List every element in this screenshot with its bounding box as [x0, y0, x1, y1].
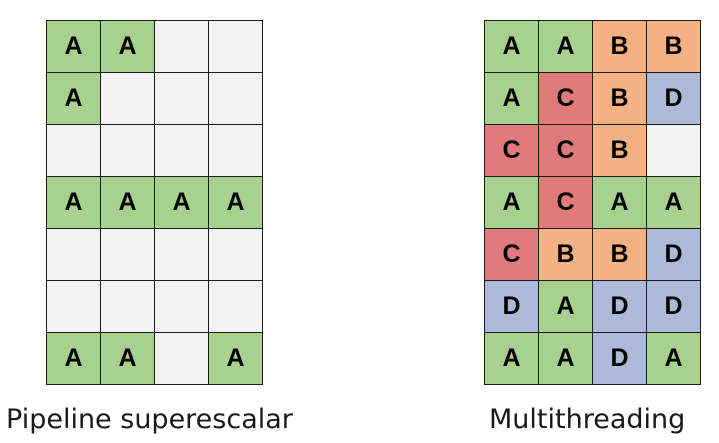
- left-cell-r5-c4: [209, 229, 263, 281]
- left-cell-r7-c4: A: [209, 333, 263, 385]
- right-cell-r2-c1: A: [485, 73, 539, 125]
- right-cell-r4-c4: A: [647, 177, 701, 229]
- right-cell-r1-c1: A: [485, 21, 539, 73]
- right-cell-r7-c1: A: [485, 333, 539, 385]
- left-cell-r5-c3: [155, 229, 209, 281]
- left-cell-r2-c2: [101, 73, 155, 125]
- left-cell-r1-c3: [155, 21, 209, 73]
- left-cell-r3-c3: [155, 125, 209, 177]
- left-cell-r5-c2: [101, 229, 155, 281]
- left-cell-r2-c3: [155, 73, 209, 125]
- multithreading-caption: Multithreading: [489, 404, 686, 435]
- left-cell-r2-c4: [209, 73, 263, 125]
- right-cell-r3-c2: C: [539, 125, 593, 177]
- right-cell-r4-c1: A: [485, 177, 539, 229]
- right-cell-r1-c4: B: [647, 21, 701, 73]
- right-cell-r1-c2: A: [539, 21, 593, 73]
- left-cell-r4-c2: A: [101, 177, 155, 229]
- right-cell-r2-c4: D: [647, 73, 701, 125]
- right-cell-r2-c3: B: [593, 73, 647, 125]
- right-cell-r3-c4: [647, 125, 701, 177]
- right-cell-r1-c3: B: [593, 21, 647, 73]
- left-cell-r1-c2: A: [101, 21, 155, 73]
- left-cell-r4-c1: A: [47, 177, 101, 229]
- right-cell-r6-c4: D: [647, 281, 701, 333]
- left-cell-r4-c3: A: [155, 177, 209, 229]
- right-cell-r7-c3: D: [593, 333, 647, 385]
- right-cell-r4-c3: A: [593, 177, 647, 229]
- right-cell-r7-c2: A: [539, 333, 593, 385]
- left-cell-r3-c4: [209, 125, 263, 177]
- right-cell-r3-c1: C: [485, 125, 539, 177]
- left-cell-r6-c3: [155, 281, 209, 333]
- right-cell-r5-c2: B: [539, 229, 593, 281]
- right-cell-r2-c2: C: [539, 73, 593, 125]
- left-cell-r1-c4: [209, 21, 263, 73]
- right-cell-r5-c3: B: [593, 229, 647, 281]
- left-cell-r2-c1: A: [47, 73, 101, 125]
- left-cell-r1-c1: A: [47, 21, 101, 73]
- right-cell-r6-c2: A: [539, 281, 593, 333]
- right-cell-r5-c1: C: [485, 229, 539, 281]
- left-cell-r7-c1: A: [47, 333, 101, 385]
- left-cell-r5-c1: [47, 229, 101, 281]
- left-cell-r7-c2: A: [101, 333, 155, 385]
- right-cell-r6-c1: D: [485, 281, 539, 333]
- left-cell-r6-c2: [101, 281, 155, 333]
- right-cell-r5-c4: D: [647, 229, 701, 281]
- right-cell-r4-c2: C: [539, 177, 593, 229]
- right-cell-r6-c3: D: [593, 281, 647, 333]
- right-cell-r7-c4: A: [647, 333, 701, 385]
- pipeline-superescalar-caption: Pipeline superescalar: [6, 404, 293, 435]
- left-cell-r6-c1: [47, 281, 101, 333]
- left-cell-r3-c2: [101, 125, 155, 177]
- left-cell-r6-c4: [209, 281, 263, 333]
- left-cell-r7-c3: [155, 333, 209, 385]
- left-cell-r3-c1: [47, 125, 101, 177]
- left-cell-r4-c4: A: [209, 177, 263, 229]
- right-cell-r3-c3: B: [593, 125, 647, 177]
